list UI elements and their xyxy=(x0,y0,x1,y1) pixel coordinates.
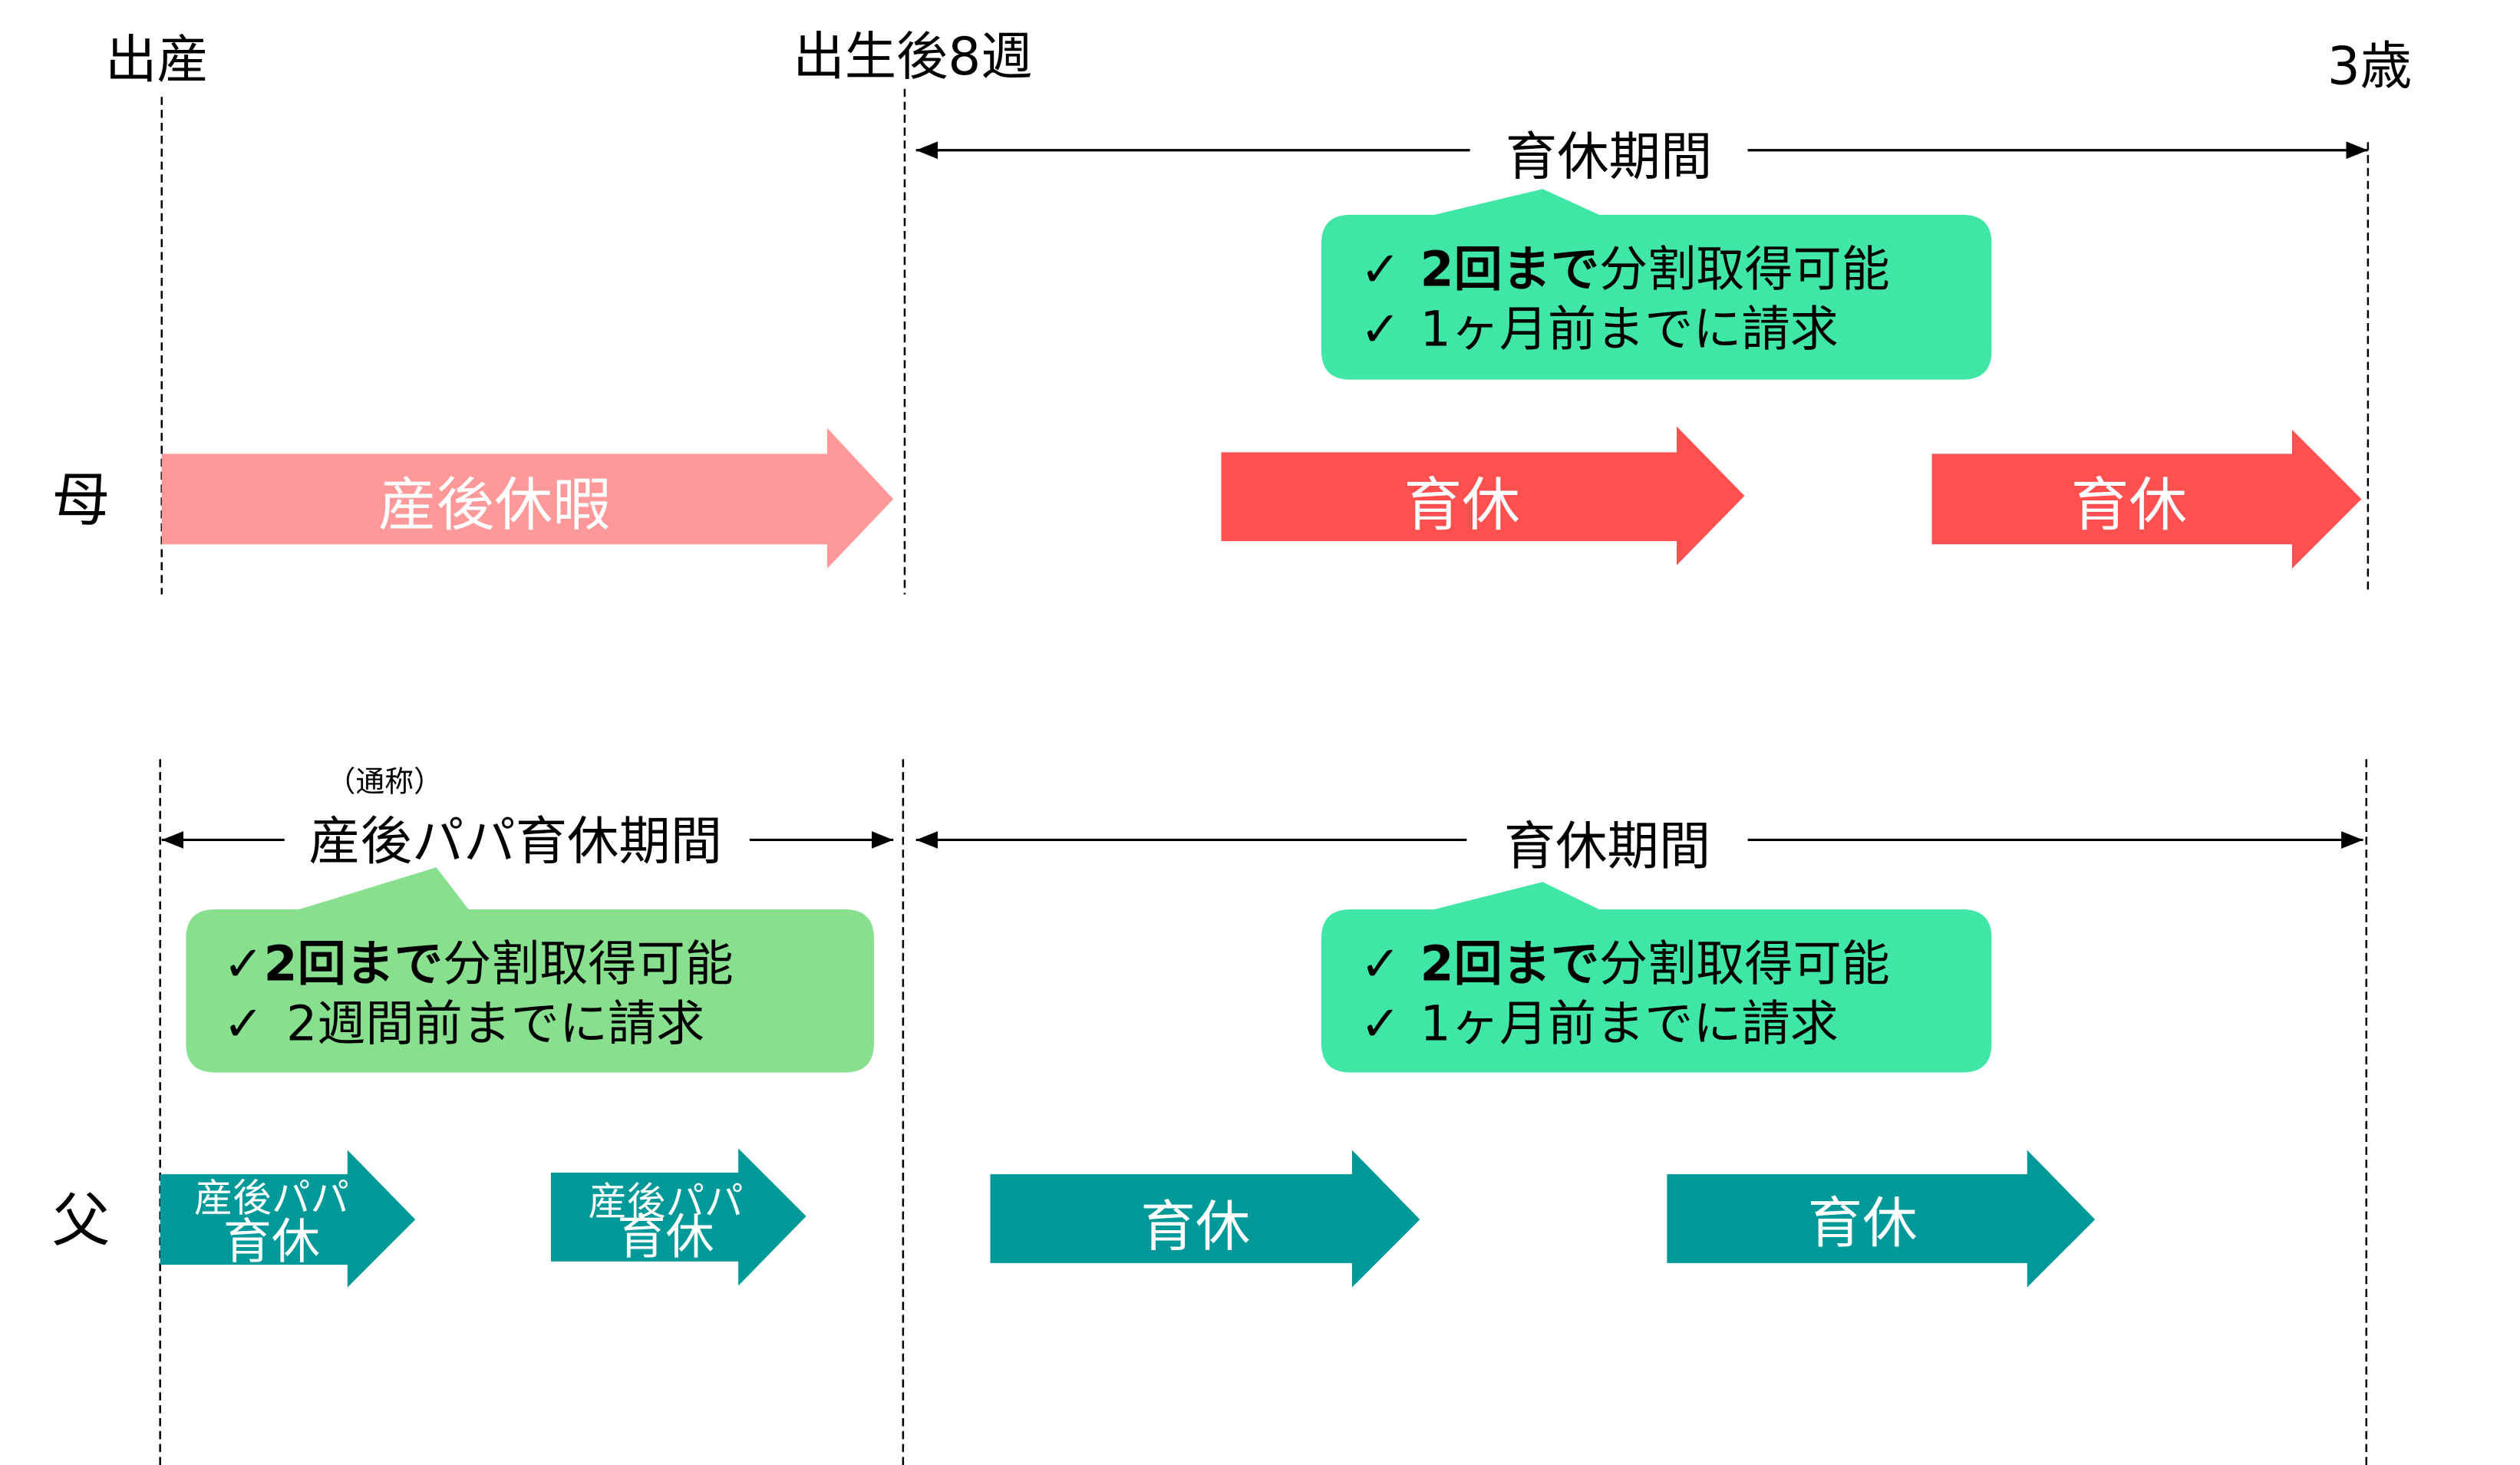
svg-text:育休: 育休 xyxy=(2071,471,2188,539)
mother-callout-line1: ✓2回まで分割取得可能 xyxy=(1360,241,1889,298)
papa-leave-arrow-1: 産後パパ 育休 xyxy=(160,1150,416,1288)
svg-text:育休: 育休 xyxy=(1140,1195,1250,1259)
mother-label: 母 xyxy=(52,467,110,534)
svg-text:育休: 育休 xyxy=(1403,471,1520,539)
father-callout-line1: ✓2回まで分割取得可能 xyxy=(1360,935,1889,992)
papa-period-note: （通称） xyxy=(326,764,442,798)
svg-text:育休: 育休 xyxy=(617,1208,714,1265)
svg-text:育休: 育休 xyxy=(223,1213,320,1270)
mother-childcare-arrow-2: 育休 xyxy=(1931,429,2362,569)
papa-period-label: 産後パパ育休期間 xyxy=(308,811,722,872)
papa-callout-line1: ✓2回まで分割取得可能 xyxy=(223,935,734,992)
svg-text:育休: 育休 xyxy=(1808,1192,1918,1255)
svg-text:産後パパ: 産後パパ xyxy=(194,1176,349,1221)
mother-period-label: 育休期間 xyxy=(1506,126,1712,186)
father-callout: ✓2回まで分割取得可能 ✓1ヶ月前までに請求 xyxy=(1321,882,1992,1073)
age3-label: 3歳 xyxy=(2327,35,2412,96)
birth-label: 出産 xyxy=(105,29,209,90)
papa-callout: ✓2回まで分割取得可能 ✓2週間前までに請求 xyxy=(186,867,874,1073)
father-label: 父 xyxy=(52,1186,110,1254)
svg-text:産後休暇: 産後休暇 xyxy=(378,471,611,539)
maternity-leave-arrow: 産後休暇 xyxy=(161,427,894,569)
papa-leave-arrow-2: 産後パパ 育休 xyxy=(551,1148,806,1286)
father-childcare-arrow-2: 育休 xyxy=(1667,1150,2096,1288)
mother-callout: ✓2回まで分割取得可能 ✓1ヶ月前までに請求 xyxy=(1321,189,1992,380)
svg-text:産後パパ: 産後パパ xyxy=(588,1179,743,1224)
father-childcare-arrow-1: 育休 xyxy=(990,1150,1420,1288)
mother-childcare-arrow-1: 育休 xyxy=(1221,426,1745,566)
father-period-label: 育休期間 xyxy=(1504,816,1710,876)
mother-callout-line2: ✓1ヶ月前までに請求 xyxy=(1360,300,1838,357)
papa-callout-line2: ✓2週間前までに請求 xyxy=(223,995,705,1051)
week8-label: 出生後8週 xyxy=(793,26,1032,87)
father-callout-line2: ✓1ヶ月前までに請求 xyxy=(1360,995,1838,1051)
